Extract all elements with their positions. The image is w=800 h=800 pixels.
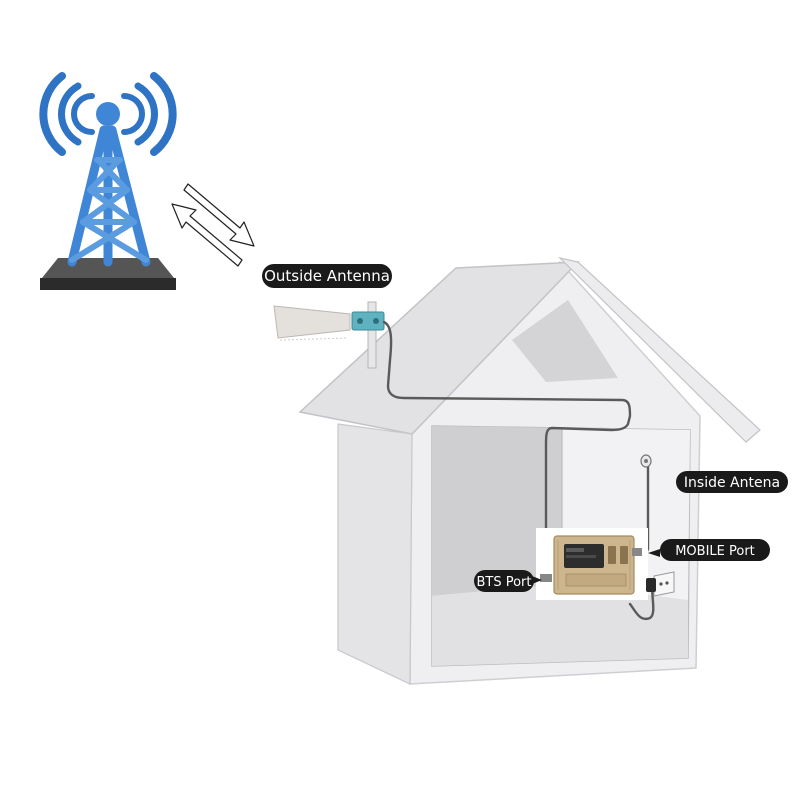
power-adapter-icon — [646, 571, 675, 597]
label-mobile-port: MOBILE Port — [648, 539, 770, 561]
label-inside-antenna: Inside Antena — [676, 471, 788, 493]
cell-tower-icon — [39, 72, 177, 290]
mobile-port-text: MOBILE Port — [675, 544, 755, 559]
inside-antenna-text: Inside Antena — [684, 475, 780, 491]
outside-antenna-text: Outside Antenna — [264, 267, 390, 285]
label-bts-port: BTS Port — [474, 570, 542, 592]
bts-port-text: BTS Port — [476, 575, 531, 590]
ceiling-antenna-icon — [640, 454, 652, 468]
signal-booster-icon — [536, 528, 648, 600]
signal-arrows — [171, 183, 255, 267]
yagi-panel-antenna-icon — [273, 301, 385, 369]
label-outside-antenna: Outside Antenna — [262, 264, 392, 288]
